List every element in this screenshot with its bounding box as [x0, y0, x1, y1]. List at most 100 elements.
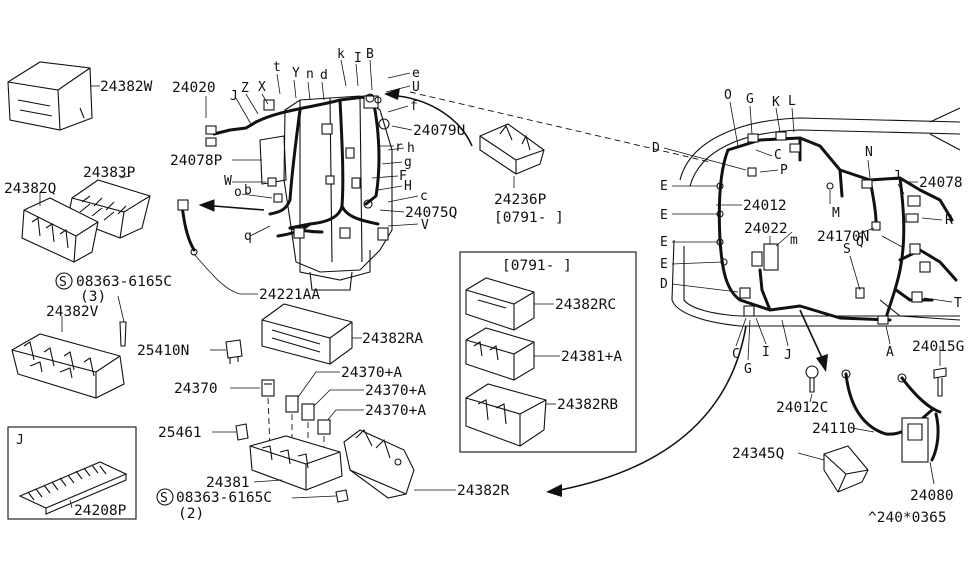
label-24080: 24080	[910, 488, 954, 504]
label-24075Q: 24075Q	[405, 205, 457, 221]
letter-right-A: A	[886, 345, 894, 360]
svg-text:S: S	[160, 491, 168, 506]
screw-symbol-icon: S	[55, 272, 73, 290]
letter-c: c	[420, 189, 428, 204]
label-24078P: 24078P	[170, 153, 223, 169]
letter-right-S: S	[843, 242, 851, 257]
letter-J: J	[230, 89, 238, 104]
label-date-0791-b: [0791- ]	[502, 258, 572, 274]
right-leader-lines	[663, 101, 953, 361]
screw-symbol-icon: S	[156, 488, 174, 506]
bracket-24382RB[interactable]	[465, 383, 547, 447]
label-24208P: 24208P	[74, 503, 127, 519]
label-24381: 24381	[206, 475, 250, 491]
clip-24012C[interactable]	[805, 365, 819, 393]
fuse-block-24381[interactable]	[249, 435, 343, 491]
letter-o: o	[234, 185, 242, 200]
label-24110: 24110	[812, 421, 856, 437]
letter-right-N: N	[865, 145, 873, 160]
letter-right-D-2: D	[660, 277, 668, 292]
inset-box-J	[7, 426, 137, 520]
letter-right-P: P	[780, 163, 788, 178]
label-24012: 24012	[743, 198, 787, 214]
letter-right-J-2: J	[784, 348, 792, 363]
label-24345Q: 24345Q	[732, 446, 784, 462]
fusible-link-24370A-2[interactable]	[301, 403, 315, 421]
letter-H: H	[404, 179, 412, 194]
protector-24345Q[interactable]	[823, 445, 869, 493]
svg-text:S: S	[59, 275, 67, 290]
label-08363-6165C-b: 08363-6165C	[176, 490, 272, 506]
label-24022: 24022	[744, 221, 788, 237]
fusible-link-24370A-1[interactable]	[285, 395, 299, 413]
letter-h: h	[407, 141, 415, 156]
label-date-0791-a: [0791- ]	[494, 210, 564, 226]
label-24370A-2: 24370+A	[365, 383, 426, 399]
letter-Y: Y	[292, 66, 300, 81]
letter-X: X	[258, 80, 266, 95]
fusible-link-24370[interactable]	[261, 379, 275, 397]
label-24382W: 24382W	[100, 79, 153, 95]
fuse-strip-24208P[interactable]	[18, 461, 128, 515]
engine-room-harness[interactable]	[205, 93, 393, 291]
screw-08363-b[interactable]	[335, 489, 349, 503]
letter-F: F	[399, 169, 407, 184]
label-24382RA: 24382RA	[362, 331, 423, 347]
letter-B: B	[366, 47, 374, 62]
letter-e: e	[412, 66, 420, 81]
label-qty-3: (3)	[80, 289, 106, 305]
letter-right-M: M	[832, 206, 840, 221]
label-qty-2: (2)	[178, 506, 204, 522]
label-24382Q: 24382Q	[4, 181, 56, 197]
fuse-box-base-24382V[interactable]	[11, 333, 125, 399]
fuse-box-cover-24382W[interactable]	[7, 61, 93, 131]
letter-right-D: D	[652, 141, 660, 156]
letter-I: I	[354, 51, 362, 66]
letter-d: d	[320, 68, 328, 83]
inset-box-0791	[459, 251, 637, 453]
letter-n: n	[306, 67, 314, 82]
cover-24382RC[interactable]	[465, 277, 535, 331]
protector-24236P[interactable]	[479, 123, 545, 175]
label-08363-6165C-a: 08363-6165C	[76, 274, 172, 290]
letter-right-K: K	[772, 95, 780, 110]
label-25461: 25461	[158, 425, 202, 441]
label-24370: 24370	[174, 381, 218, 397]
ground-strap-24080[interactable]	[901, 412, 940, 463]
letter-right-O: O	[724, 88, 732, 103]
label-24170N: 24170N	[817, 229, 869, 245]
letter-right-R: R	[945, 213, 953, 228]
label-24236P: 24236P	[494, 192, 547, 208]
bracket-24382R[interactable]	[343, 429, 415, 499]
ground-cable-24221AA[interactable]	[177, 199, 198, 256]
letter-right-E-1: E	[660, 179, 668, 194]
label-24382V: 24382V	[46, 304, 99, 320]
letter-right-E-3: E	[660, 235, 668, 250]
fuse-block-24381A[interactable]	[465, 327, 535, 381]
relay-25410N[interactable]	[225, 339, 243, 364]
label-24078: 24078	[919, 175, 963, 191]
letter-right-C: C	[774, 148, 782, 163]
label-24383P: 24383P	[83, 165, 136, 181]
letter-V: V	[421, 218, 429, 233]
label-24079U: 24079U	[413, 123, 465, 139]
letter-b: b	[244, 183, 252, 198]
diagram-reference-number: ^240*0365	[868, 510, 947, 526]
body-harness-24012[interactable]	[671, 107, 961, 327]
letter-right-T: T	[954, 296, 962, 311]
letter-right-Q: Q	[856, 235, 864, 250]
relay-bracket-24382Q[interactable]	[21, 197, 99, 263]
bolt-24015G[interactable]	[933, 367, 947, 397]
letter-f: f	[410, 99, 418, 114]
label-24221AA: 24221AA	[259, 287, 320, 303]
cover-24382RA[interactable]	[261, 303, 353, 365]
label-24370A-1: 24370+A	[341, 365, 402, 381]
label-24020: 24020	[172, 80, 216, 96]
fuse-25461[interactable]	[235, 423, 249, 441]
fusible-link-24370A-3[interactable]	[317, 419, 331, 435]
letter-right-m: m	[790, 233, 798, 248]
letter-U: U	[412, 80, 420, 95]
label-24381A: 24381+A	[561, 349, 622, 365]
letter-right-J: J	[893, 169, 901, 184]
